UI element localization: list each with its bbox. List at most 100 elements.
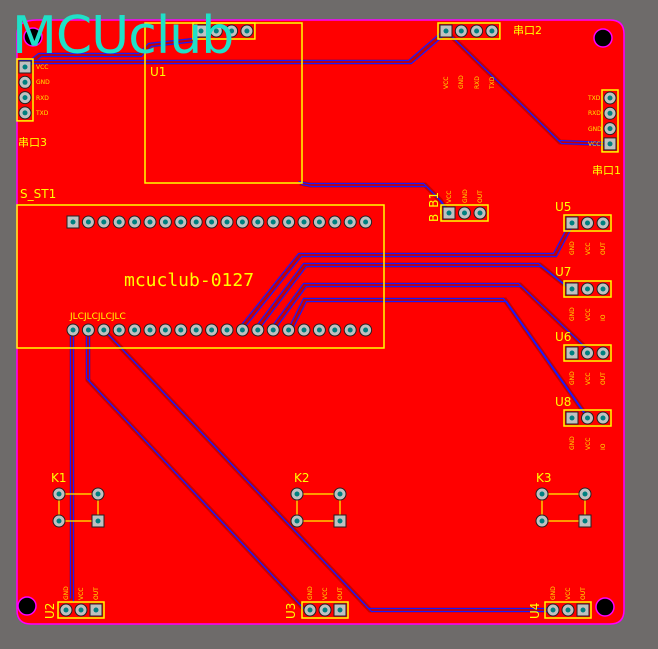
drill-hole-icon [22,110,28,116]
drill-hole-icon [607,141,613,147]
uart3-header-outline [16,58,34,122]
sensor-header-outline [563,409,612,427]
trace [18,29,445,62]
drill-hole-icon [294,518,300,524]
ref-uart1[interactable]: 串口1 [592,164,621,177]
drill-hole-icon [607,126,613,132]
pin-label: VCC [322,587,329,600]
ref-U3[interactable]: U3 [284,602,298,619]
pin-label: GND [550,586,557,600]
pin-label: OUT [337,587,344,600]
pin-label: VCC [584,308,592,321]
sensor-header-outline [563,280,612,298]
ref-K1[interactable]: K1 [51,471,67,485]
ref-sst1[interactable]: S_ST1 [20,187,57,201]
drill-hole-icon [600,286,606,292]
drill-hole-icon [585,415,590,421]
drill-hole-icon [607,110,613,116]
drill-hole-icon [116,219,122,225]
trace [273,285,590,352]
ref-U2[interactable]: U2 [43,602,57,619]
pin-label: VCC [584,372,592,385]
drill-hole-icon [255,327,261,333]
drill-hole-icon [224,327,230,333]
mounting-hole-icon [595,597,615,617]
drill-hole-icon [337,607,343,613]
trace [301,183,451,215]
trace [21,32,448,65]
ref-uart3[interactable]: 串口3 [18,136,47,149]
drill-hole-icon [565,607,571,613]
trace [23,29,200,66]
pin-label: VCC [584,437,592,450]
ref-K2[interactable]: K2 [294,471,310,485]
ref-U5[interactable]: U5 [555,200,572,214]
drill-hole-icon [193,219,199,225]
bottom-header-outline [301,601,349,619]
drill-hole-icon [244,28,250,34]
trace-outline [238,221,575,332]
ref-K3[interactable]: K3 [536,471,552,485]
drill-hole-icon [363,327,369,333]
trace-outline [20,29,448,65]
drill-hole-icon [347,219,353,225]
pin-label: TXD [36,109,49,117]
mounting-hole-icon [593,28,613,48]
pin-label: GND [588,125,602,133]
drill-hole-icon [101,219,107,225]
drill-hole-icon [116,327,122,333]
sensor-header-outline [563,214,612,232]
ref-U6[interactable]: U6 [555,330,572,344]
ref-U7[interactable]: U7 [555,265,572,279]
drill-hole-icon [322,607,328,613]
pads [17,24,617,617]
drill-hole-icon [270,219,276,225]
bottom-header-outline [57,601,105,619]
drill-hole-icon [209,219,215,225]
ref-U4[interactable]: U4 [528,602,542,619]
drill-hole-icon [337,518,343,524]
drill-hole-icon [585,350,590,356]
sensor-header-outline [563,344,612,362]
trace [447,32,612,147]
pin-label: OUT [580,587,587,600]
drill-hole-icon [209,327,215,333]
pin-label: GND [569,436,576,450]
pin-label: IO [600,314,607,322]
drill-hole-icon [585,286,590,292]
button-outline [541,493,586,522]
drill-hole-icon [286,219,292,225]
drill-hole-icon [569,286,575,292]
drill-hole-icon [162,327,168,333]
drill-hole-icon [550,607,556,613]
pin-label: GND [569,371,576,385]
ref-uart2[interactable]: 串口2 [513,24,542,37]
trace [257,265,567,332]
ref-bb1[interactable]: B_B1 [427,191,441,222]
drill-hole-icon [70,219,76,225]
pin-label: OUT [600,242,607,255]
ref-U8[interactable]: U8 [555,395,572,409]
drill-hole-icon [56,491,62,497]
trace [290,300,590,420]
drill-hole-icon [78,607,84,613]
drill-hole-icon [582,491,588,497]
bb1-header-outline [440,204,489,222]
drill-hole-icon [213,28,219,34]
traces [18,29,612,613]
ref-U1[interactable]: U1 [150,65,167,79]
pin-label: VCC [443,76,450,89]
uart2-header-outline [437,22,501,40]
button-outline [58,493,99,522]
trace [298,180,448,212]
drill-hole-icon [539,518,545,524]
drill-hole-icon [178,327,184,333]
drill-hole-icon [585,220,590,226]
drill-hole-icon [198,28,204,34]
pin-label: GND [461,189,469,203]
drill-hole-icon [332,327,338,333]
pin-label: OUT [93,587,100,600]
board-copper [16,19,625,625]
pin-label: OUT [477,190,484,203]
